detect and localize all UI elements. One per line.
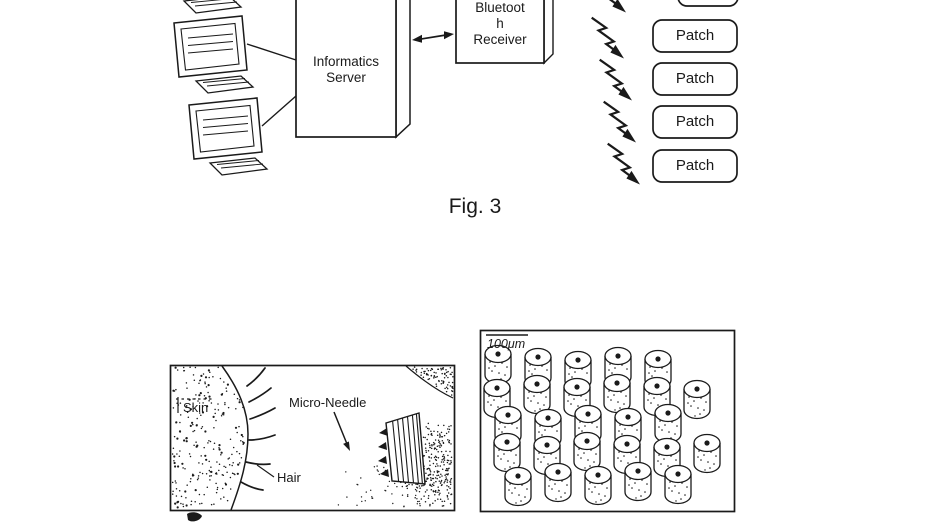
microneedle-cylinder-icon bbox=[493, 432, 521, 473]
needle-teeth bbox=[378, 428, 389, 477]
keyboard-icon bbox=[183, 0, 242, 14]
keyboard-icon bbox=[209, 157, 268, 176]
network-lines bbox=[246, 43, 297, 127]
server-label: Informatics Server bbox=[312, 54, 380, 85]
hair-label: Hair bbox=[277, 470, 301, 485]
patch-boxes bbox=[652, 0, 739, 183]
receiver-label: Bluetooth Receiver bbox=[473, 0, 527, 47]
cropped-artwork-fragment bbox=[187, 512, 202, 522]
skin-label: Skin bbox=[183, 400, 209, 415]
patch-box bbox=[652, 62, 738, 96]
fig4-right-panel bbox=[479, 329, 736, 513]
microneedle-cylinder-icon bbox=[664, 464, 692, 505]
microneedle-cylinder-icon bbox=[504, 466, 532, 507]
lightning-bolt-icon bbox=[602, 100, 638, 144]
lightning-bolt-icon bbox=[598, 58, 634, 102]
scale-label: 100μm bbox=[487, 337, 526, 351]
hairs bbox=[240, 367, 276, 491]
panel-border bbox=[169, 364, 456, 512]
monitor-icon bbox=[173, 15, 248, 78]
microneedle-cylinder-icon bbox=[624, 461, 652, 502]
monitor-icon bbox=[188, 97, 263, 160]
lightning-bolt-icon bbox=[590, 16, 626, 60]
patch-label: Patch bbox=[675, 27, 715, 44]
microneedle-array bbox=[483, 344, 721, 507]
lightning-bolt-icon bbox=[606, 142, 642, 186]
microneedle-device bbox=[378, 412, 426, 485]
microneedle-arrow bbox=[333, 411, 350, 451]
patch-box bbox=[652, 105, 738, 139]
fig3-caption: Fig. 3 bbox=[448, 195, 502, 218]
microneedle-cylinder-icon bbox=[654, 403, 682, 444]
receiver-box bbox=[455, 0, 554, 65]
patch-label: Patch bbox=[675, 113, 715, 130]
tissue-stipple-corner bbox=[412, 366, 454, 396]
patch-box bbox=[652, 19, 738, 53]
microneedle-cylinder-icon bbox=[584, 465, 612, 506]
skin-stipple bbox=[171, 366, 245, 509]
patch-label: Patch bbox=[675, 157, 715, 174]
keyboard-icon bbox=[195, 75, 254, 94]
microneedle-cylinder-icon bbox=[484, 344, 512, 385]
patch-box bbox=[652, 149, 738, 183]
microneedle-cylinder-icon bbox=[573, 431, 601, 472]
lightning-bolt-icon bbox=[592, 0, 628, 14]
tissue-boundary bbox=[405, 365, 454, 399]
double-arrow-icon bbox=[412, 31, 454, 43]
microneedle-cylinder-icon bbox=[544, 462, 572, 503]
fig3-diagram bbox=[173, 0, 739, 186]
patch-box-partial bbox=[677, 0, 739, 7]
skin-boundary bbox=[221, 365, 249, 511]
microneedle-cylinder-icon bbox=[693, 433, 721, 474]
panel-border bbox=[479, 329, 736, 513]
wireless-bolts bbox=[590, 0, 642, 186]
microneedle-cylinder-icon bbox=[523, 374, 551, 415]
microneedle-label: Micro-Needle bbox=[289, 395, 367, 410]
microneedle-cylinder-icon bbox=[683, 379, 711, 420]
fig4-left-panel bbox=[169, 364, 456, 522]
patch-label: Patch bbox=[675, 70, 715, 87]
hair-leader-line bbox=[256, 464, 275, 478]
microneedle-cylinder-icon bbox=[603, 373, 631, 414]
server-box bbox=[295, 0, 411, 139]
